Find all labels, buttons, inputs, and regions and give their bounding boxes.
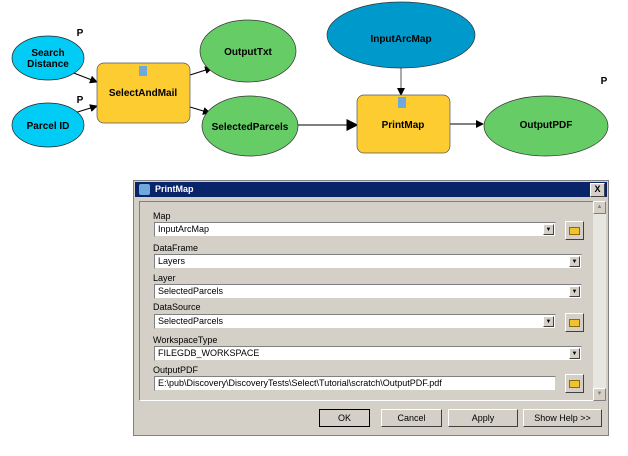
dialog-title: PrintMap [155,184,194,194]
node-label: PrintMap [382,120,425,131]
node-print-map[interactable]: PrintMap [356,94,451,154]
node-output-pdf[interactable]: OutputPDF [483,95,609,157]
map-browse-button[interactable] [565,221,584,240]
layer-select[interactable]: SelectedParcels ▼ [154,284,582,299]
folder-icon [569,380,580,388]
outputpdf-label: OutputPDF [153,365,199,375]
node-label: SelectAndMail [109,88,178,99]
node-label: OutputTxt [224,47,272,58]
dataframe-select[interactable]: Layers ▼ [154,254,582,269]
node-output-txt[interactable]: OutputTxt [199,19,297,83]
datasource-value: SelectedParcels [158,316,224,326]
node-select-and-mail[interactable]: SelectAndMail [96,62,191,124]
chevron-down-icon[interactable]: ▼ [569,348,580,359]
ok-button[interactable]: OK [319,409,370,427]
close-button[interactable]: X [590,183,605,197]
parameter-marker: P [77,28,84,39]
folder-icon [569,227,580,235]
connector [189,106,211,115]
node-parcel-id[interactable]: Parcel ID [11,102,85,148]
node-search-distance[interactable]: Search Distance [11,35,85,81]
dataframe-value: Layers [158,256,186,266]
node-label: InputArcMap [370,34,431,45]
dialog-title-bar[interactable]: PrintMap X [135,182,607,197]
map-label: Map [153,211,171,221]
datasource-label: DataSource [153,302,201,312]
printmap-dialog: PrintMap X Map InputArcMap ▼ DataFrame La… [133,180,609,436]
tool-icon [139,184,150,195]
workspacetype-label: WorkspaceType [153,335,218,345]
parameter-marker: P [77,95,84,106]
dataframe-label: DataFrame [153,243,199,253]
map-value: InputArcMap [158,224,210,234]
apply-button[interactable]: Apply [448,409,518,427]
parameter-marker: P [601,76,608,87]
node-selected-parcels[interactable]: SelectedParcels [201,95,299,157]
workspacetype-select[interactable]: FILEGDB_WORKSPACE ▼ [154,346,582,361]
datasource-select[interactable]: SelectedParcels ▼ [154,314,556,329]
datasource-browse-button[interactable] [565,313,584,332]
node-label: Search [31,48,64,59]
folder-icon [569,319,580,327]
chevron-down-icon[interactable]: ▼ [569,256,580,267]
chevron-down-icon[interactable]: ▼ [543,224,554,235]
outputpdf-browse-button[interactable] [565,374,584,393]
chevron-down-icon[interactable]: ▼ [569,286,580,297]
outputpdf-input[interactable]: E:\pub\Discovery\DiscoveryTests\Select\T… [154,376,556,391]
connector [189,66,213,76]
show-help-button[interactable]: Show Help >> [523,409,602,427]
chevron-down-icon[interactable]: ▼ [543,316,554,327]
map-select[interactable]: InputArcMap ▼ [154,222,556,237]
node-input-arc-map[interactable]: InputArcMap [326,1,476,69]
cancel-button[interactable]: Cancel [381,409,442,427]
node-label: SelectedParcels [212,122,289,133]
workspacetype-value: FILEGDB_WORKSPACE [158,348,260,358]
vertical-scrollbar[interactable]: ▲ ▼ [593,201,606,401]
scroll-down-button[interactable]: ▼ [593,388,606,401]
tool-icon [139,66,147,76]
node-label: Distance [27,59,69,70]
model-diagram: Search Distance P Parcel ID P SelectAndM… [11,1,609,157]
layer-label: Layer [153,273,176,283]
tool-icon [398,97,406,108]
scroll-up-button[interactable]: ▲ [593,201,606,214]
node-label: Parcel ID [27,121,70,132]
layer-value: SelectedParcels [158,286,224,296]
node-label: OutputPDF [520,120,573,131]
